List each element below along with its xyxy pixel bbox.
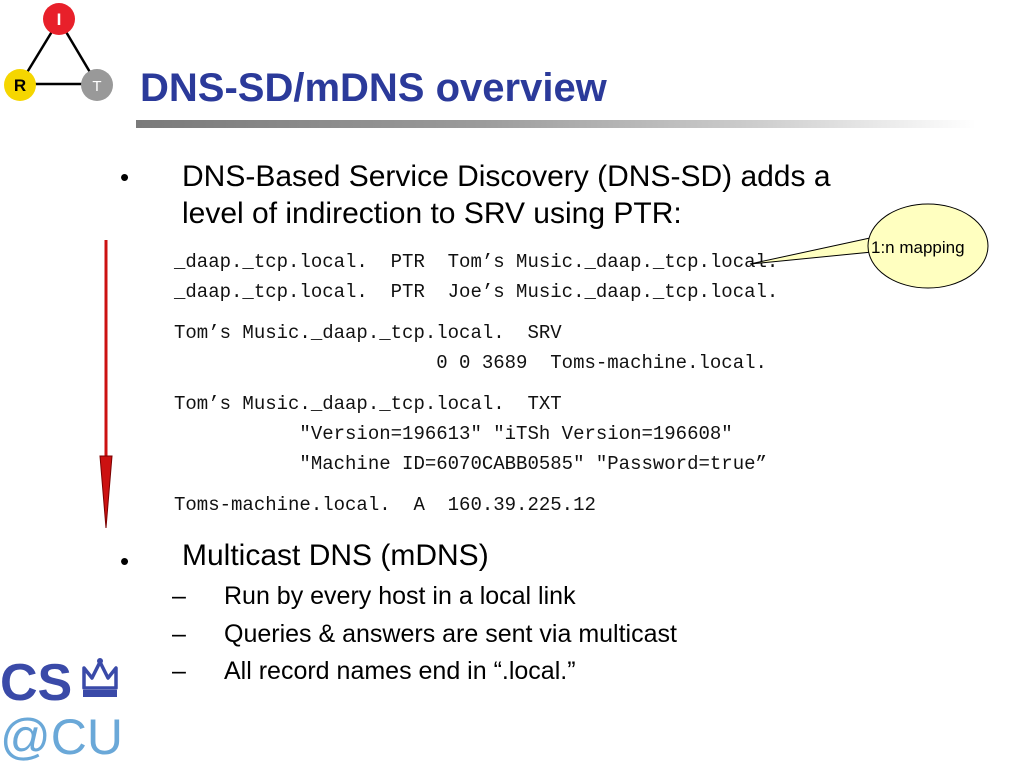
record-a-1: Toms-machine.local. A 160.39.225.12 xyxy=(174,494,596,516)
callout-bubble xyxy=(749,203,989,289)
bullet-2-text: Multicast DNS (mDNS) xyxy=(182,539,489,572)
logo-at-cu-text: @CU xyxy=(0,709,123,763)
sub-bullet-marker: – xyxy=(172,657,186,685)
record-srv-1: Tom’s Music._daap._tcp.local. SRV xyxy=(174,322,562,344)
sub-bullet-3: All record names end in “.local.” xyxy=(224,657,576,685)
sub-bullet-marker: – xyxy=(172,582,186,610)
crown-icon xyxy=(82,658,118,697)
bullet-1-line-2: level of indirection to SRV using PTR: xyxy=(182,197,682,230)
title-divider xyxy=(136,120,976,128)
slide-title: DNS-SD/mDNS overview xyxy=(140,66,607,110)
bullet-marker: • xyxy=(120,546,130,576)
logo-node-t xyxy=(81,69,113,101)
irt-logo: I R T xyxy=(4,3,113,101)
record-txt-1: Tom’s Music._daap._tcp.local. TXT xyxy=(174,393,562,415)
bullet-1-line-1: DNS-Based Service Discovery (DNS-SD) add… xyxy=(182,160,831,193)
record-ptr-1: _daap._tcp.local. PTR Tom’s Music._daap.… xyxy=(174,251,779,273)
record-txt-3: "Machine ID=6070CABB0585" "Password=true… xyxy=(174,453,767,475)
callout-label: 1:n mapping xyxy=(871,238,965,257)
down-arrow-icon xyxy=(99,240,113,529)
logo-node-i xyxy=(43,3,75,35)
cs-cu-logo: CS @CU xyxy=(0,654,123,763)
logo-letter-t: T xyxy=(92,78,101,95)
record-txt-2: "Version=196613" "iTSh Version=196608" xyxy=(174,423,733,445)
sub-bullet-2: Queries & answers are sent via multicast xyxy=(224,620,677,648)
logo-letter-r: R xyxy=(14,76,26,95)
logo-node-r xyxy=(4,69,36,101)
record-ptr-2: _daap._tcp.local. PTR Joe’s Music._daap.… xyxy=(174,281,779,303)
bullet-marker: • xyxy=(120,162,130,192)
logo-cs-text: CS xyxy=(0,654,72,712)
logo-letter-i: I xyxy=(57,10,62,29)
record-srv-2: 0 0 3689 Toms-machine.local. xyxy=(174,352,767,374)
sub-bullet-marker: – xyxy=(172,620,186,648)
sub-bullet-1: Run by every host in a local link xyxy=(224,582,576,610)
